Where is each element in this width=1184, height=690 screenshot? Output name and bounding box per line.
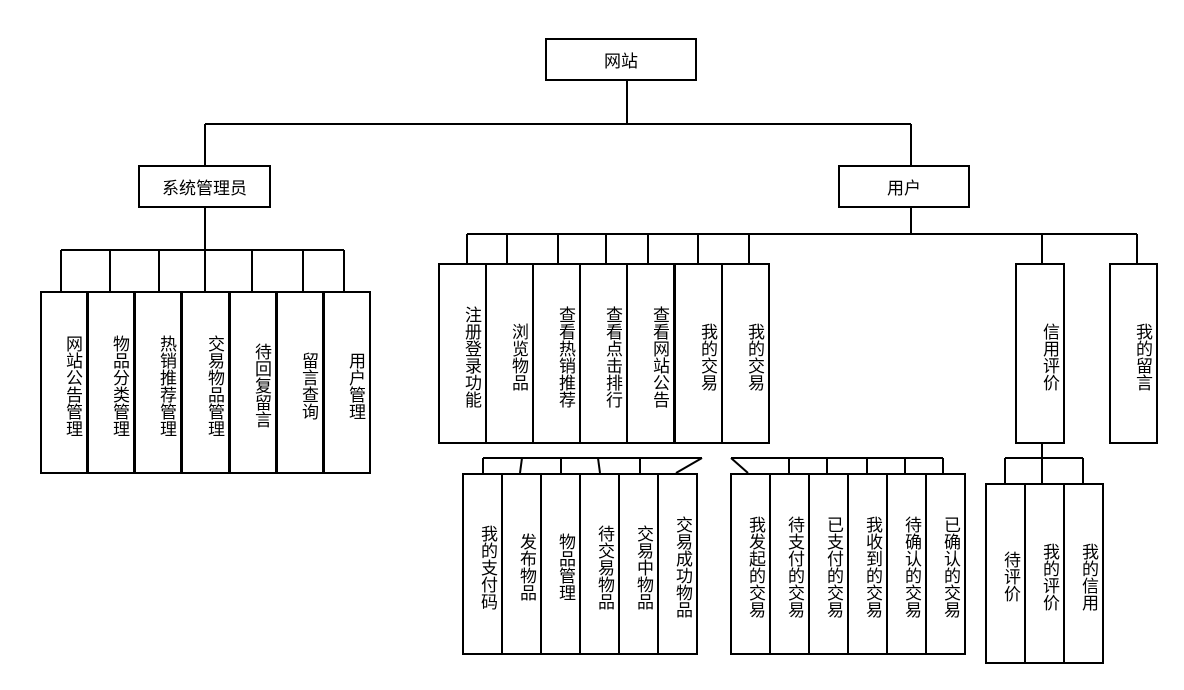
admin-node: 系统管理员 [138,165,271,208]
trade-b-confirmed: 已确认的交易 [925,473,966,655]
user-child-my-messages: 我的留言 [1109,263,1158,444]
credit-my-reviews: 我的评价 [1024,483,1065,664]
admin-child-category: 物品分类管理 [87,291,135,474]
admin-child-trade-items: 交易物品管理 [181,291,230,474]
admin-child-user-management: 用户管理 [323,291,371,474]
trade-a-in-progress-items: 交易中物品 [618,473,659,655]
user-child-view-hot: 查看热销推荐 [532,263,581,444]
trade-b-paid: 已支付的交易 [808,473,849,655]
trade-a-payment-code: 我的支付码 [462,473,503,655]
root-node: 网站 [545,38,697,81]
trade-a-item-management: 物品管理 [540,473,581,655]
user-node: 用户 [838,165,970,208]
admin-child-announcement: 网站公告管理 [40,291,88,474]
trade-a-pending-items: 待交易物品 [579,473,620,655]
credit-my-credit: 我的信用 [1063,483,1104,664]
user-child-my-trades-a: 我的交易 [674,263,723,444]
trade-b-initiated: 我发起的交易 [730,473,771,655]
credit-pending-review: 待评价 [985,483,1026,664]
user-child-register-login: 注册登录功能 [438,263,487,444]
admin-child-hot-recommend: 热销推荐管理 [134,291,182,474]
user-child-view-announcement: 查看网站公告 [626,263,675,444]
trade-b-pending-payment: 待支付的交易 [769,473,810,655]
trade-a-completed-items: 交易成功物品 [657,473,698,655]
user-child-credit-rating: 信用评价 [1015,263,1065,444]
trade-b-received: 我收到的交易 [847,473,888,655]
user-child-browse-items: 浏览物品 [485,263,534,444]
user-child-my-trades-b: 我的交易 [721,263,770,444]
admin-child-message-query: 留言查询 [276,291,324,474]
admin-child-pending-replies: 待回复留言 [229,291,277,474]
trade-b-pending-confirm: 待确认的交易 [886,473,927,655]
user-child-view-clicks: 查看点击排行 [579,263,628,444]
trade-a-publish-item: 发布物品 [501,473,542,655]
